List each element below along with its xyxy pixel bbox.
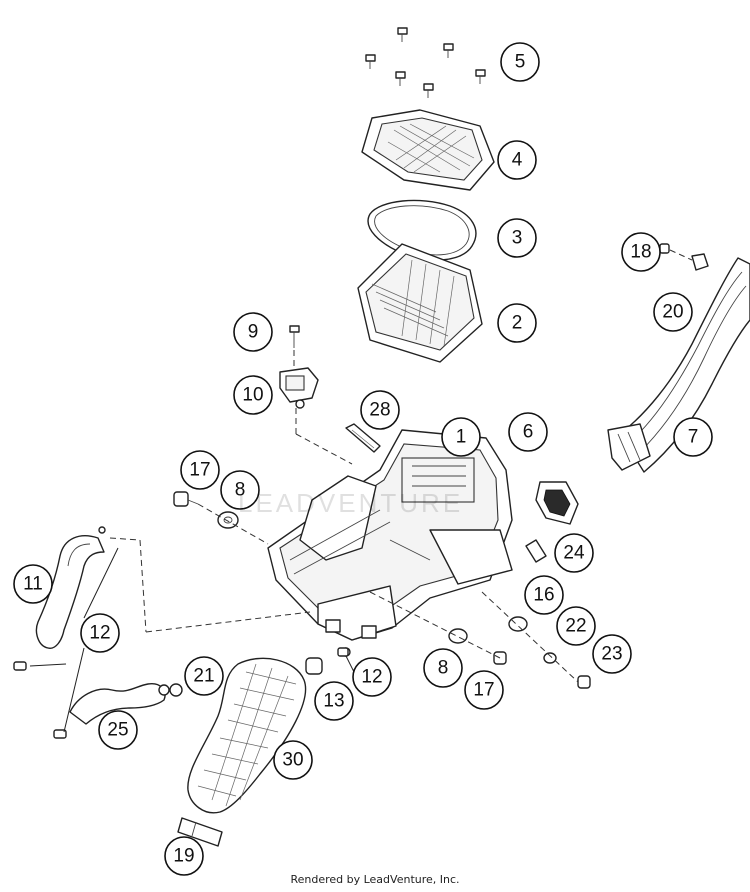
part-13-plug [305,657,323,675]
callout-12-left: 12 [80,613,120,653]
part-10-sensor [279,367,319,409]
svg-text:21: 21 [193,666,214,687]
svg-text:5: 5 [515,52,526,73]
part-12-clamp-right [337,647,349,657]
callout-7: 7 [673,417,713,457]
svg-text:10: 10 [242,385,263,406]
part-24-fitting [525,539,547,563]
callout-20: 20 [653,292,693,332]
callout-12-right: 12 [352,657,392,697]
part-11-hose [35,526,106,649]
callout-21: 21 [184,656,224,696]
part-3-gasket [367,199,477,261]
part-22-washer [543,652,557,664]
svg-text:18: 18 [630,242,651,263]
callout-25: 25 [98,710,138,750]
svg-text:25: 25 [107,720,128,741]
callout-11: 11 [13,564,53,604]
part-20-clip [691,253,709,271]
callout-24: 24 [554,533,594,573]
callout-18: 18 [621,232,661,272]
svg-text:3: 3 [512,228,523,249]
callout-19: 19 [164,836,204,876]
callout-8-left: 8 [220,470,260,510]
svg-text:24: 24 [563,543,585,564]
callout-5: 5 [500,42,540,82]
svg-text:20: 20 [662,302,683,323]
part-8-grommet-right [448,628,468,644]
callout-17-right: 17 [464,670,504,710]
svg-text:28: 28 [369,400,390,421]
part-9-screw [289,325,300,348]
svg-text:6: 6 [523,422,534,443]
part-2-air-filter [357,243,483,363]
part-21-clamp [169,683,183,697]
part-23-bolt [577,675,591,689]
footer-credit: Rendered by LeadVenture, Inc. [290,873,460,886]
part-18-screw [659,243,670,254]
svg-text:23: 23 [601,644,622,665]
part-17-bolt-left [173,491,199,507]
callout-10: 10 [233,375,273,415]
svg-text:13: 13 [323,691,344,712]
callout-2: 2 [497,303,537,343]
part-1-airbox [267,429,513,657]
svg-text:16: 16 [533,585,554,606]
svg-text:1: 1 [456,427,467,448]
svg-text:17: 17 [473,680,494,701]
callout-3: 3 [497,218,537,258]
svg-text:11: 11 [23,574,43,595]
callout-23: 23 [592,634,632,674]
svg-text:4: 4 [512,150,523,171]
callout-9: 9 [233,312,273,352]
svg-text:17: 17 [189,460,210,481]
svg-text:2: 2 [512,313,523,334]
svg-text:19: 19 [173,846,194,867]
part-6-cover [535,481,579,525]
callout-8-right: 8 [423,648,463,688]
svg-text:7: 7 [688,427,699,448]
callout-1: 1 [441,417,481,457]
part-25-hose [69,683,170,725]
part-28-clip [345,423,381,453]
svg-text:8: 8 [438,658,449,679]
callout-4: 4 [497,140,537,180]
watermark: LEADVENTURE [238,488,464,518]
callout-30: 30 [273,740,313,780]
svg-text:12: 12 [89,623,110,644]
callout-22: 22 [556,606,596,646]
svg-text:22: 22 [565,616,586,637]
svg-text:8: 8 [235,480,246,501]
part-5-screws [365,27,486,98]
part-12-clamp-left [13,661,67,739]
svg-text:9: 9 [248,322,259,343]
svg-text:12: 12 [361,667,382,688]
part-30-intake-boot [187,657,307,814]
callout-16: 16 [524,575,564,615]
part-16-grommet [508,616,528,632]
callout-6: 6 [508,412,548,452]
callout-13: 13 [314,681,354,721]
svg-text:30: 30 [282,750,303,771]
callout-28: 28 [360,390,400,430]
callout-17-left: 17 [180,450,220,490]
part-4-filter-cover [361,109,495,191]
part-19-sleeve [177,817,223,847]
